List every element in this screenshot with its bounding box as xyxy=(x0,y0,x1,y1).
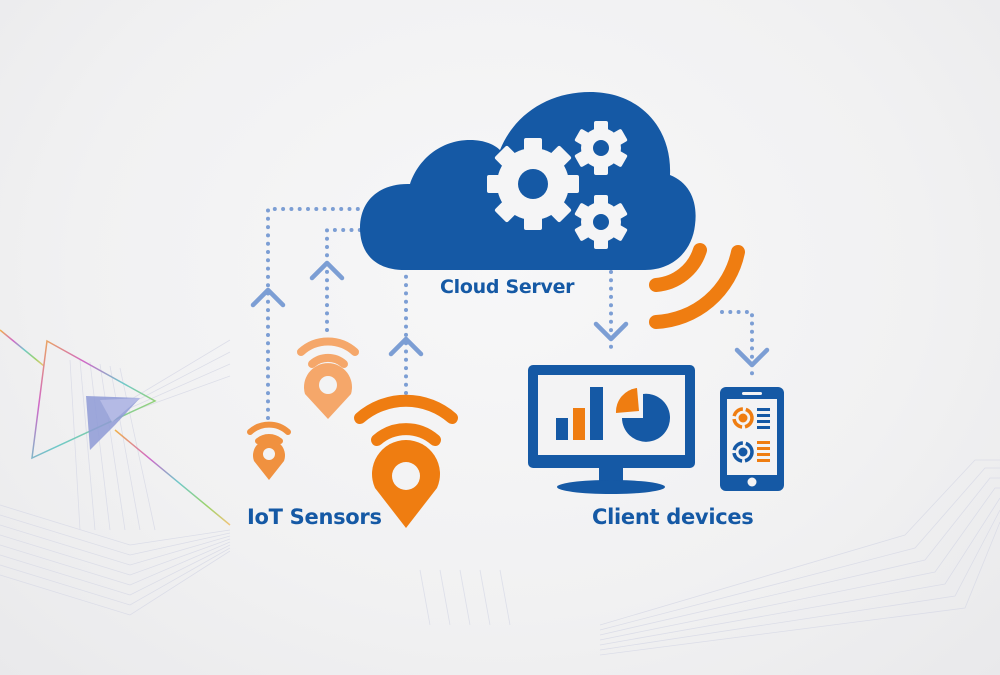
prism-decoration xyxy=(0,329,231,526)
cloud-with-gears-icon xyxy=(360,92,696,270)
background-decoration xyxy=(0,339,1000,656)
sensor-to-cloud-connectors xyxy=(266,207,754,420)
arrow-down-icon xyxy=(593,321,629,342)
monitor-charts-icon xyxy=(528,365,695,494)
iot-sensors-label: IoT Sensors xyxy=(247,505,382,529)
arrowheads xyxy=(250,260,770,368)
arrow-down-icon xyxy=(734,347,770,368)
wireless-signal-icon xyxy=(649,243,745,329)
cloud-server-label: Cloud Server xyxy=(440,276,575,298)
arrow-up-icon xyxy=(309,260,345,281)
iot-sensor-medium-icon xyxy=(297,337,359,419)
smartphone-dashboard-icon xyxy=(720,387,784,491)
client-devices-label: Client devices xyxy=(592,505,754,529)
iot-sensor-large-icon xyxy=(354,394,458,528)
iot-sensor-small-icon xyxy=(247,421,291,480)
arrow-up-icon xyxy=(250,287,286,308)
arrow-up-icon xyxy=(388,336,424,357)
